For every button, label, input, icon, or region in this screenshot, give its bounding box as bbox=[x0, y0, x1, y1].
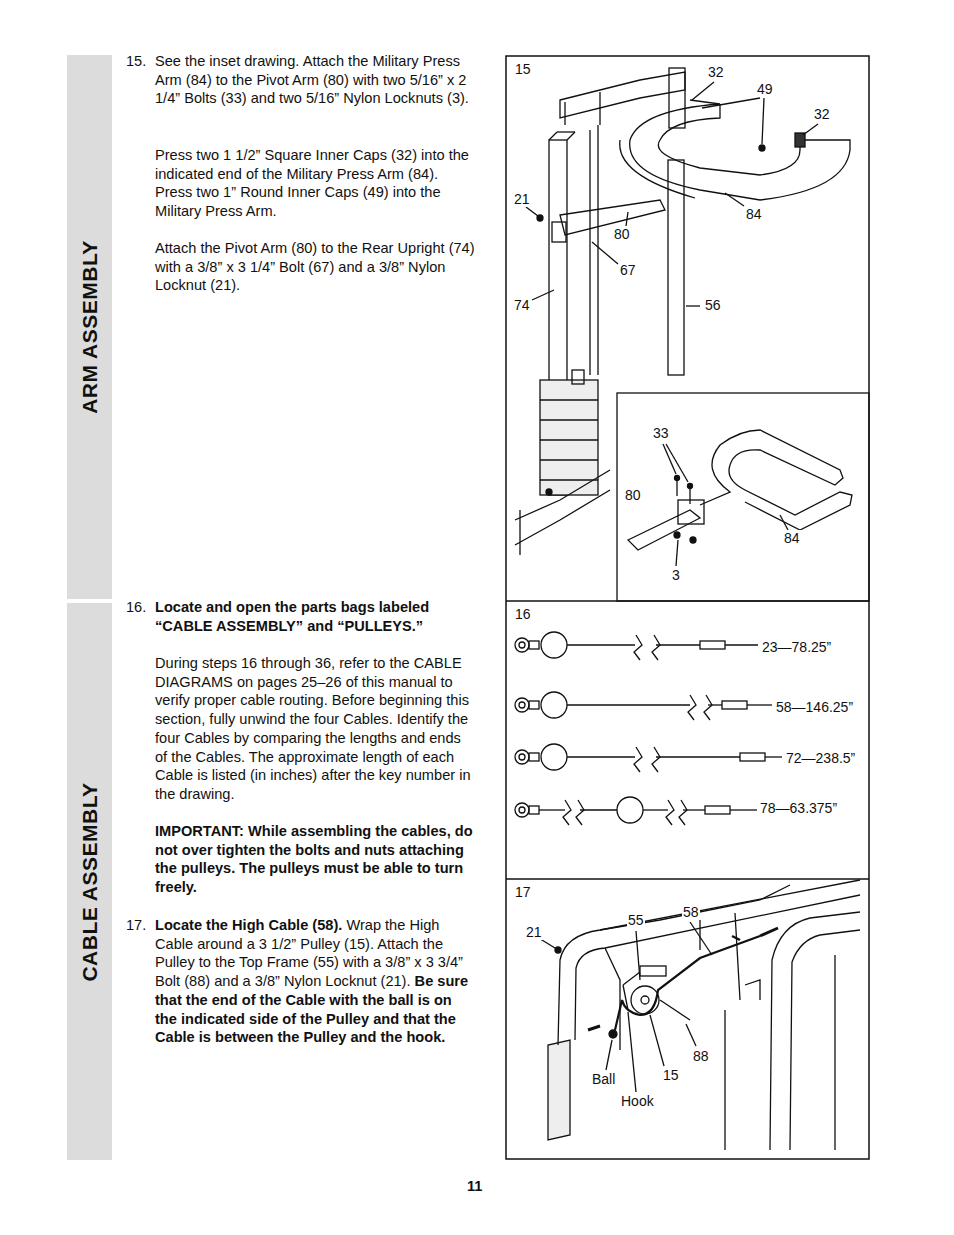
callout-number: 78—63.375” bbox=[759, 800, 838, 816]
step-number: 15. bbox=[126, 52, 156, 71]
instruction-text: During steps 16 through 36, refer to the… bbox=[155, 654, 477, 804]
section-title: ARM ASSEMBLY bbox=[78, 240, 102, 414]
callout-number: Hook bbox=[620, 1093, 655, 1109]
callout-number: 74 bbox=[513, 297, 531, 313]
callout-number: 15 bbox=[662, 1067, 680, 1083]
callout-number: 56 bbox=[704, 297, 722, 313]
callout-number: 84 bbox=[783, 530, 801, 546]
callout-number: Ball bbox=[591, 1071, 616, 1087]
page-number: 11 bbox=[467, 1177, 497, 1196]
callout-number: 58—146.25” bbox=[775, 699, 854, 715]
step-number: 16. bbox=[126, 598, 156, 617]
callout-number: 84 bbox=[745, 206, 763, 222]
callout-number: 15 bbox=[514, 61, 532, 77]
callout-number: 72—238.5” bbox=[785, 750, 856, 766]
section-title: CABLE ASSEMBLY bbox=[78, 782, 102, 981]
important-note: IMPORTANT: While assembling the cables, … bbox=[155, 822, 477, 897]
callout-number: 80 bbox=[613, 226, 631, 242]
instruction-text: Attach the Pivot Arm (80) to the Rear Up… bbox=[155, 239, 477, 295]
instruction-text: Press two 1 1/2” Square Inner Caps (32) … bbox=[155, 146, 477, 221]
callout-number: 49 bbox=[756, 81, 774, 97]
callout-number: 80 bbox=[624, 487, 642, 503]
callout-number: 3 bbox=[671, 567, 681, 583]
callout-number: 33 bbox=[652, 425, 670, 441]
callout-number: 16 bbox=[514, 606, 532, 622]
instruction-text: See the inset drawing. Attach the Milita… bbox=[155, 52, 477, 108]
section-band: CABLE ASSEMBLY bbox=[67, 603, 112, 1160]
section-band: ARM ASSEMBLY bbox=[67, 55, 112, 599]
callout-number: 21 bbox=[513, 191, 531, 207]
callout-number: 88 bbox=[692, 1048, 710, 1064]
callout-number: 58 bbox=[682, 904, 700, 920]
callout-number: 67 bbox=[619, 262, 637, 278]
instruction-text: Locate the High Cable (58).Wrap the High… bbox=[155, 916, 477, 1047]
callout-number: 32 bbox=[707, 64, 725, 80]
step-number: 17. bbox=[126, 916, 156, 935]
callout-number: 32 bbox=[813, 106, 831, 122]
instruction-heading: Locate and open the parts bags labeled “… bbox=[155, 598, 477, 635]
callout-number: 23—78.25” bbox=[761, 639, 832, 655]
callout-number: 17 bbox=[514, 884, 532, 900]
instruction-text: Locate the High Cable (58). bbox=[155, 917, 342, 933]
callout-number: 55 bbox=[627, 912, 645, 928]
callout-number: 21 bbox=[525, 924, 543, 940]
